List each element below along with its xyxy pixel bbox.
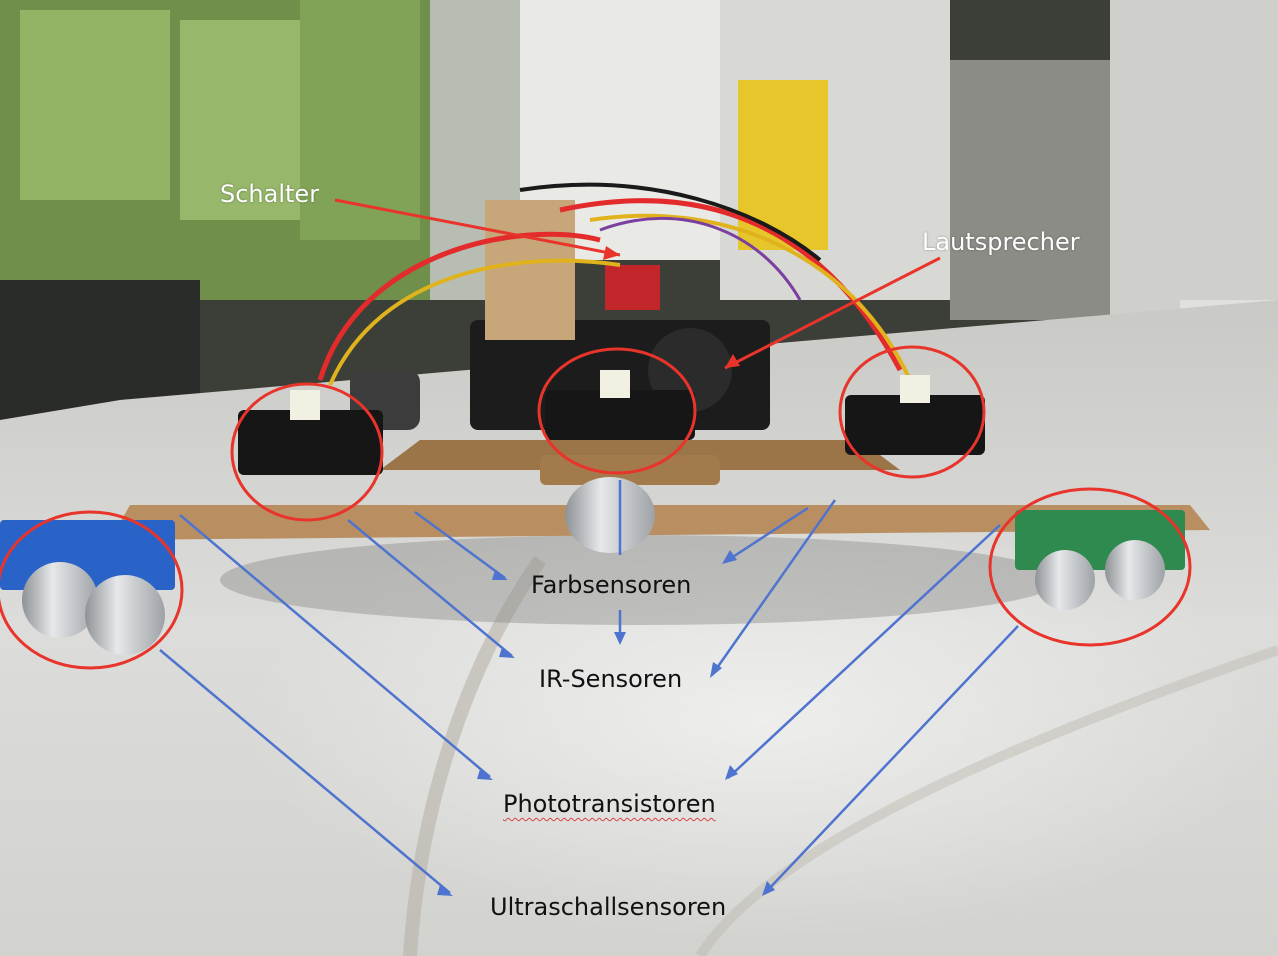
- label-lautsprecher: Lautsprecher: [922, 228, 1080, 256]
- ultrasonic-right-circle: [988, 487, 1192, 647]
- robot: [0, 182, 1210, 655]
- robot-shadow: [220, 535, 1060, 625]
- red-annotations: [0, 198, 1192, 670]
- label-ir-sensoren: IR-Sensoren: [539, 665, 683, 693]
- ultrasonic-left-circle: [0, 510, 184, 670]
- ir-sensor-left-circle: [230, 382, 384, 522]
- label-phototransistoren: Phototransistoren: [503, 790, 716, 818]
- blue-annotations: [159, 480, 1019, 896]
- lautsprecher-arrow: [724, 256, 941, 370]
- ir-sensor-right-circle: [838, 345, 986, 479]
- ir-sensor-middle-circle: [537, 347, 697, 475]
- label-farbsensoren: Farbsensoren: [531, 571, 692, 599]
- label-ultraschallsensoren: Ultraschallsensoren: [490, 893, 727, 921]
- label-schalter: Schalter: [220, 180, 320, 208]
- schalter-arrow: [334, 198, 621, 257]
